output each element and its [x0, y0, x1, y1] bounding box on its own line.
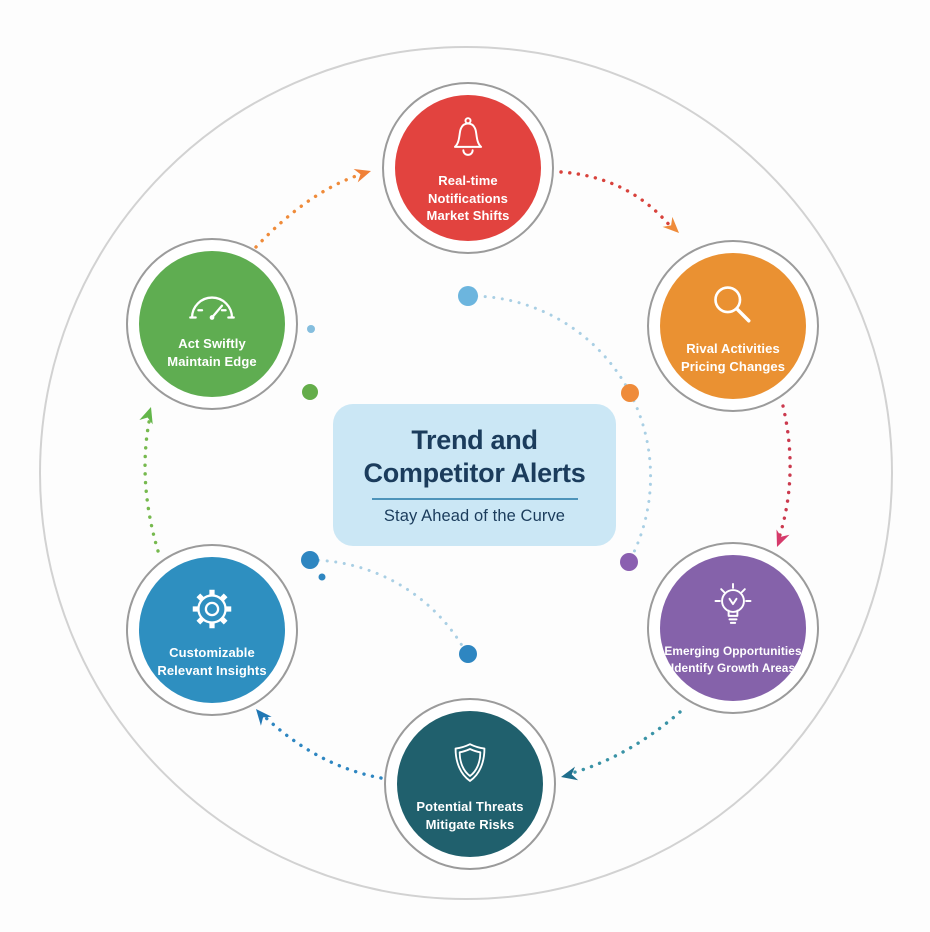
node-bubble: Rival Activities Pricing Changes: [660, 253, 806, 399]
stray-dot-upper-left: [307, 325, 315, 333]
flow-arrow-teal-to-blue: [262, 714, 383, 780]
node-label-line: Pricing Changes: [680, 358, 786, 374]
node-label-line: Real-time: [438, 172, 498, 188]
inner-dot-lower-right: [620, 553, 638, 571]
gear-icon: [184, 581, 240, 637]
arrowhead-icon: [776, 529, 790, 547]
node-bubble: Act Swiftly Maintain Edge: [139, 251, 285, 397]
shield-icon: [442, 735, 498, 791]
flow-arrow-green-to-red: [254, 174, 358, 249]
node-label-line: Maintain Edge: [167, 353, 257, 369]
node-label-line: Identify Growth Areas: [670, 660, 796, 675]
node-emerging-opportunities: Emerging Opportunities Identify Growth A…: [647, 542, 819, 714]
node-bubble: Potential Threats Mitigate Risks: [397, 711, 543, 857]
title-line-1: Trend and: [411, 425, 538, 456]
bell-icon: [441, 111, 495, 165]
stray-dot-lower-left: [318, 573, 326, 581]
node-bubble: Customizable Relevant Insights: [139, 557, 285, 703]
inner-dot-lower-left: [301, 551, 319, 569]
inner-dot-bottom: [459, 645, 477, 663]
arrowhead-icon: [561, 766, 579, 781]
node-label-line: Act Swiftly: [178, 335, 246, 351]
node-label-line: Relevant Insights: [157, 662, 267, 678]
lightbulb-icon: [705, 580, 761, 636]
flow-arrowheads: [139, 168, 790, 781]
inner-dashed-ring: [308, 294, 653, 658]
inner-arc-bottom-left: [308, 558, 470, 658]
node-label-line: Potential Threats: [416, 798, 524, 814]
gauge-icon: [183, 278, 241, 328]
arrowhead-icon: [353, 168, 371, 183]
inner-dot-upper-left: [302, 384, 318, 400]
node-potential-threats: Potential Threats Mitigate Risks: [384, 698, 556, 870]
node-bubble: Real-time Notifications Market Shifts: [395, 95, 541, 241]
arrowhead-icon: [662, 216, 679, 233]
inner-dot-upper-right: [621, 384, 639, 402]
flow-arrow-paths: [143, 170, 792, 780]
center-title-box: Trend and Competitor Alerts Stay Ahead o…: [333, 404, 616, 546]
node-act-swiftly: Act Swiftly Maintain Edge: [126, 238, 298, 410]
inner-arc-top-right: [466, 294, 632, 395]
flow-arrow-blue-to-green: [143, 415, 160, 553]
title-line-2: Competitor Alerts: [363, 457, 586, 488]
subtitle: Stay Ahead of the Curve: [383, 506, 566, 525]
search-icon: [705, 277, 761, 333]
page-title: Trend and Competitor Alerts: [364, 424, 586, 489]
inner-dot-top: [458, 286, 478, 306]
inner-arc-right: [627, 391, 653, 564]
node-label-line: Customizable: [169, 644, 255, 660]
flow-arrow-red-to-orange: [559, 170, 673, 229]
node-bubble: Emerging Opportunities Identify Growth A…: [660, 555, 806, 701]
node-customizable-insights: Customizable Relevant Insights: [126, 544, 298, 716]
flow-arrow-orange-to-purple: [777, 404, 792, 540]
arrowhead-icon: [256, 709, 272, 726]
arrowhead-icon: [139, 407, 153, 425]
node-label-line: Market Shifts: [426, 208, 510, 224]
title-divider: [371, 497, 578, 500]
node-label-line: Mitigate Risks: [425, 816, 515, 832]
node-rival-activities: Rival Activities Pricing Changes: [647, 240, 819, 412]
node-label-line: Emerging Opportunities: [664, 644, 802, 659]
outer-boundary-circle: [39, 46, 893, 900]
node-label-line: Notifications: [427, 190, 509, 206]
node-label-line: Rival Activities: [686, 340, 780, 356]
node-real-time-notifications: Real-time Notifications Market Shifts: [382, 82, 554, 254]
flow-arrow-purple-to-teal: [570, 710, 682, 775]
